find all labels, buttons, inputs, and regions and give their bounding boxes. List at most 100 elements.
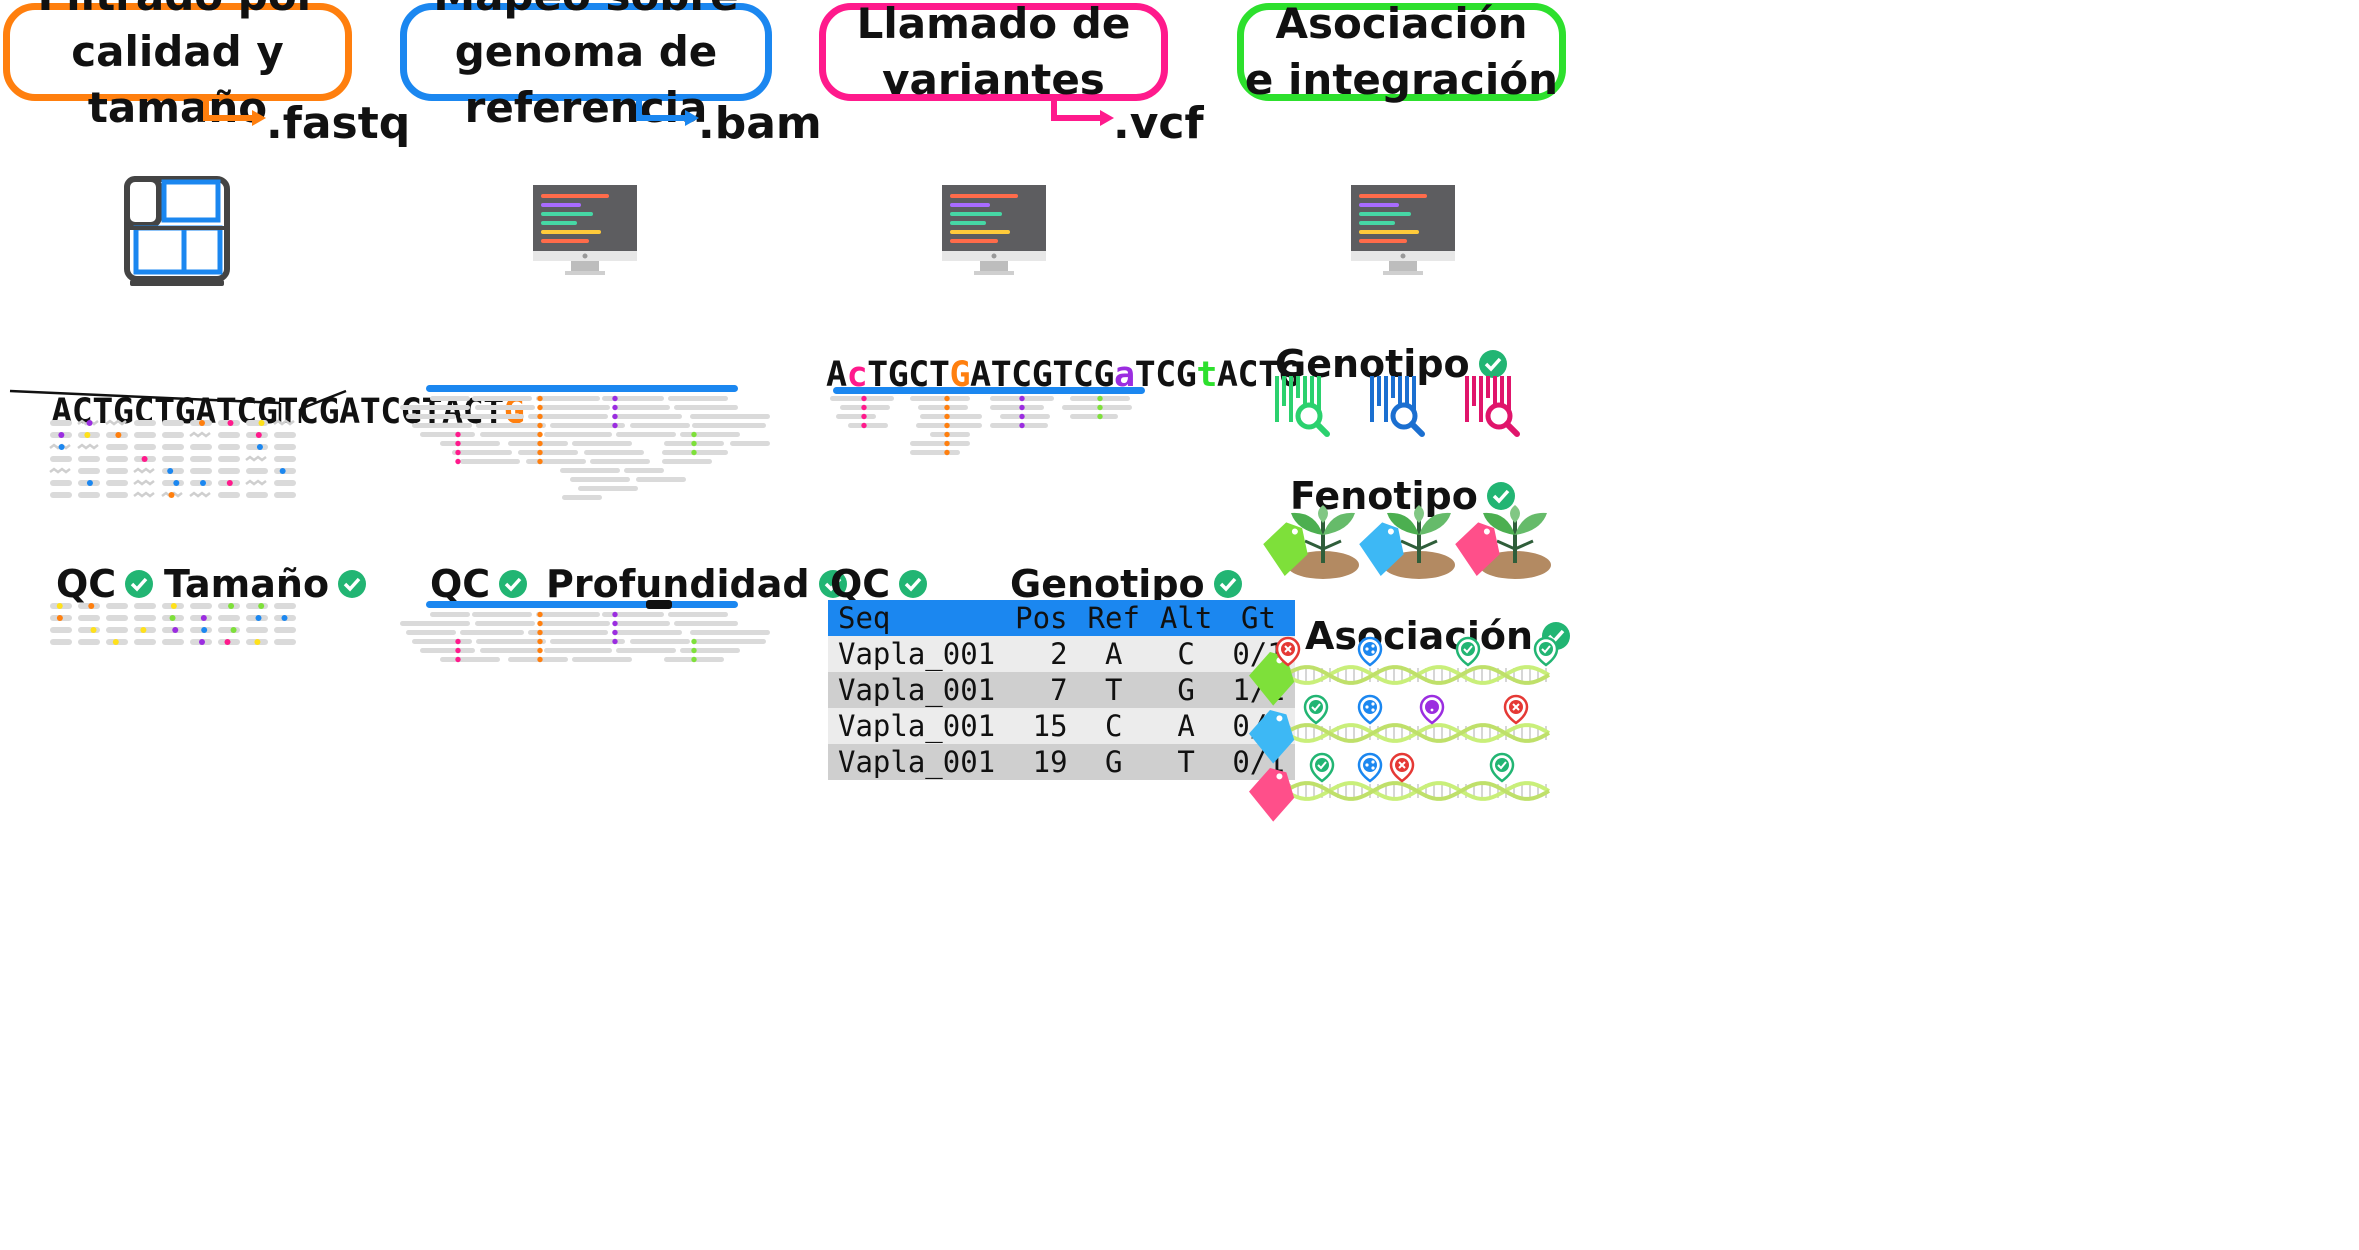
low-quality-read [273,419,295,426]
table-row: Vapla_001 7 T G 1/1 [828,672,1295,708]
barcode-bar [1317,376,1321,422]
read [50,420,72,426]
barcode-bar [1493,376,1497,422]
aligned-read [615,621,670,626]
aligned-read [616,648,676,653]
low-quality-read [245,455,267,462]
variant-dot [861,395,867,402]
aligned-read [930,432,970,437]
share-node [1365,647,1369,651]
variant-dot [537,431,543,438]
stage-title-line2: variantes [882,55,1105,104]
aligned-read [910,441,970,446]
variant-dot [944,395,950,402]
stage-box-filtering: Filtrado por calidad y tamaño [3,0,352,132]
qc-label: QC [56,562,154,606]
read [246,492,268,498]
aligned-read [848,423,888,428]
magnifier-icon [1390,402,1418,430]
variant-dot [90,627,97,633]
variant-dot [612,638,618,645]
check-icon [1539,642,1553,656]
stem [1322,539,1342,551]
aligned-read [1062,405,1132,410]
check-mark [1463,645,1473,654]
barcode-bar [1275,376,1279,422]
table-row: Vapla_001 19 G T 0/1 [828,744,1295,780]
read [134,639,156,645]
variant-dot [537,647,543,654]
table-row: Vapla_001 2 A C 0/1 [828,636,1295,672]
check-mark [1541,645,1551,654]
barcode-bar [1472,376,1476,406]
genotype-barcodes [1275,376,1520,437]
aligned-read [680,648,740,653]
low-quality-read [189,431,211,438]
barcode-bar [1282,376,1286,406]
variant-dot [115,432,122,438]
check-icon [1478,350,1507,378]
aligned-read [440,441,500,446]
read [162,444,184,450]
check-icon [1213,570,1242,598]
filtered-reads-grid [50,603,296,645]
aligned-read [910,450,960,455]
leaf [1318,505,1328,523]
aligned-read [668,612,728,617]
question-icon [1425,700,1439,714]
cell-alt: C [1149,636,1223,672]
variant-dot [168,492,175,498]
computer-icon [942,185,1046,275]
aligned-read [624,468,664,473]
variant-dot [1097,413,1103,420]
share-icon [1363,642,1377,656]
aligned-read [562,495,602,500]
aligned-read [560,468,620,473]
sequence-segment: A [826,355,847,395]
variant-dot [141,456,148,462]
check-icon [338,570,367,598]
read [50,639,72,645]
magnifier-icon [1295,402,1323,430]
arrow-icon [636,98,699,126]
qc-label: QC [430,562,528,606]
variant-dot [258,603,265,609]
variant-dot [691,638,697,645]
variant-dot [691,431,697,438]
variant-dot [199,480,206,486]
read [50,492,72,498]
leaf [1387,512,1419,535]
variant-dot [537,656,543,663]
cell-pos: 19 [1005,744,1078,780]
phenotype-plants [1263,505,1551,579]
size-label: Tamaño [164,562,367,606]
share-icon [1363,700,1377,714]
check-icon [1315,758,1329,772]
cell-seq: Vapla_001 [828,672,1006,708]
tag-hole [1276,715,1283,722]
read [274,456,296,462]
tag-body [1249,710,1295,764]
variant-pileup [830,395,1132,456]
vcf-header-row: Seq Pos Ref Alt Gt [828,600,1295,636]
tag-icon [1455,522,1500,576]
stage-title-line1: Mapeo sobre [433,0,738,20]
variant-dot [455,647,461,654]
variant-dot [861,413,867,420]
tag-body [1263,522,1308,576]
variant-dot [1019,395,1025,402]
aligned-read [584,450,644,455]
variant-dot [612,620,618,627]
variant-dot [198,639,205,645]
low-quality-read [77,443,99,450]
leaf [1323,512,1355,535]
read [106,456,128,462]
aligned-read [472,396,532,401]
variant-dot [56,603,63,609]
barcode-bar [1398,376,1402,422]
aligned-read [692,639,766,644]
vcf-header-alt: Alt [1149,600,1223,636]
variant-dot [88,603,95,609]
phenotype-label: Fenotipo [1290,474,1516,518]
barcode-bar [1500,376,1504,412]
